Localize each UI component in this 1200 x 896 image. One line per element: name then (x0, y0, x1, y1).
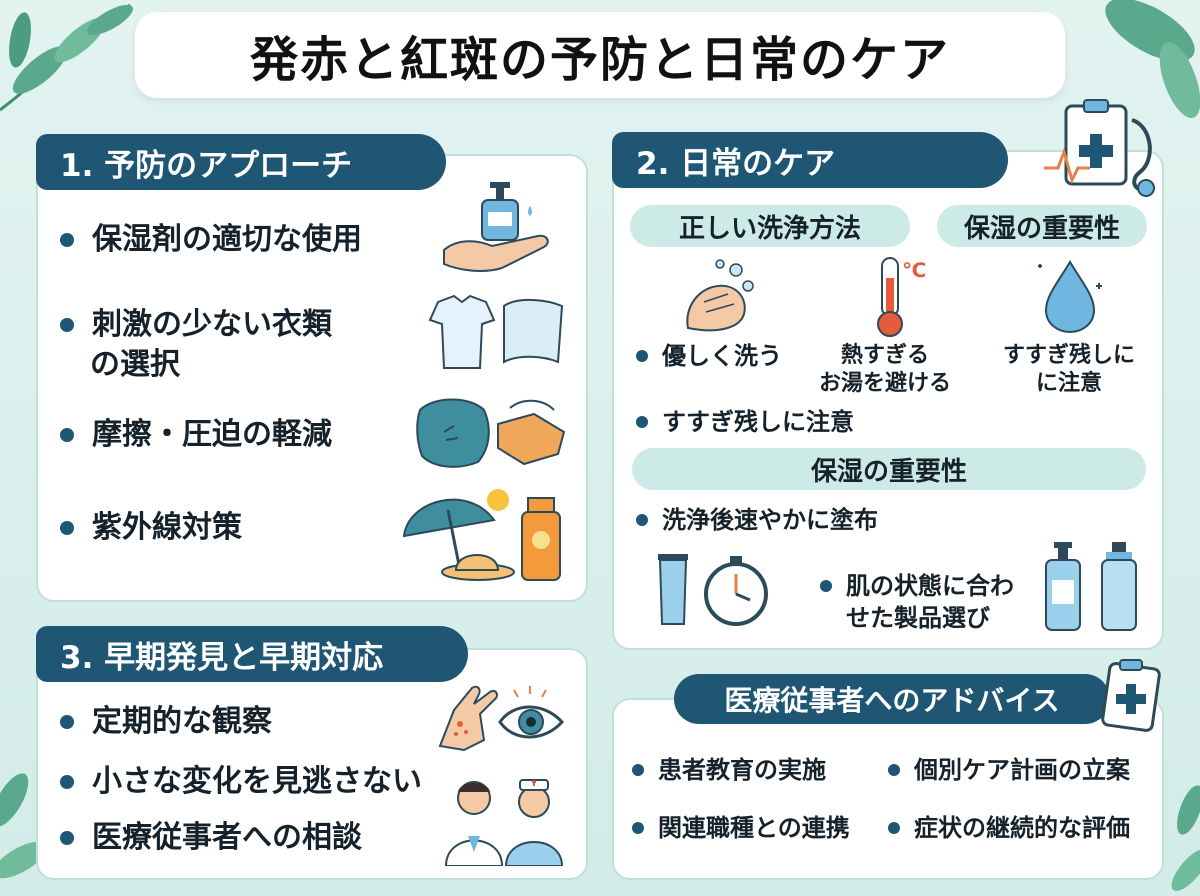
apply-after-wash-item: 洗浄後速やかに塗布 (636, 504, 878, 536)
avoid-hot-water-line1: 熱すぎる (840, 343, 929, 368)
product-choice-line1: 肌の状態に合わ (846, 572, 1014, 600)
moisture-importance-bar: 保湿の重要性 (632, 448, 1146, 490)
rinse-caption: すすぎ残しに に注意 (984, 342, 1154, 398)
title-banner: 発赤と紅斑の予防と日常のケア (135, 12, 1065, 98)
prevention-item-friction: 摩擦・圧迫の軽減 (60, 415, 332, 455)
early-item-small-changes: 小さな変化を見逃さない (60, 762, 422, 802)
moisturizer-pump-icon (443, 182, 549, 272)
leaf-decoration-top-left (0, 3, 133, 112)
leaf-decoration-bottom-right (1171, 785, 1200, 891)
clipboard-stethoscope-icon (1044, 99, 1155, 197)
avoid-hot-water-caption: 熱すぎる お湯を避ける (800, 342, 970, 398)
wash-gently-item: 優しく洗う (636, 340, 782, 372)
advice-panel (612, 698, 1164, 880)
doctor-nurse-icon (444, 779, 564, 866)
thermometer-icon (877, 257, 903, 337)
early-detection-heading: 3. 早期発見と早期対応 (36, 626, 468, 682)
rinse-caption-line1: すすぎ残しに (1002, 343, 1135, 368)
tube-stopwatch-icon (658, 554, 768, 626)
celsius-label: ℃ (902, 258, 927, 282)
advice-item-patient-education: 患者教育の実施 (632, 754, 826, 786)
daily-care-heading: 2. 日常のケア (612, 132, 1008, 188)
shirt-cloth-icon (428, 294, 564, 369)
advice-item-collaboration: 関連職種との連携 (632, 812, 850, 844)
rinse-caution-item: すすぎ残しに注意 (636, 406, 854, 438)
early-item-consult: 医療従事者への相談 (60, 818, 362, 858)
product-choice-line2: せた製品選び (846, 604, 990, 632)
leaf-decoration-bottom-left (0, 773, 47, 879)
page-title: 発赤と紅斑の予防と日常のケア (249, 32, 950, 88)
hand-eye-icon (438, 685, 565, 752)
prevention-item-clothing-cont: の選択 (90, 347, 180, 382)
lotion-bottles-icon (1045, 542, 1137, 631)
uv-protection-icon (402, 489, 561, 581)
early-detection-panel (36, 648, 588, 880)
washing-hands-icon (686, 259, 754, 332)
prevention-item-uv: 紫外線対策 (60, 508, 242, 548)
cushion-icon (416, 398, 566, 468)
advice-item-care-plan: 個別ケア計画の立案 (888, 754, 1130, 786)
prevention-item-moisturizer: 保湿剤の適切な使用 (60, 220, 362, 260)
product-choice-item: 肌の状態に合わ せた製品選び (820, 570, 1014, 634)
rinse-caption-line2: に注意 (1035, 371, 1102, 396)
advice-item-evaluation: 症状の継続的な評価 (888, 812, 1130, 844)
avoid-hot-water-line2: お湯を避ける (818, 371, 951, 396)
medical-clipboard-icon (1101, 659, 1161, 732)
advice-heading: 医療従事者へのアドバイス (674, 674, 1110, 724)
early-item-observation: 定期的な観察 (60, 702, 272, 742)
leaf-decoration-top-right (1105, 0, 1200, 118)
water-drop-icon (1038, 260, 1102, 334)
pill-moisture-importance: 保湿の重要性 (937, 205, 1147, 247)
pill-proper-washing: 正しい洗浄方法 (630, 205, 910, 247)
prevention-item-clothing: 刺激の少ない衣類 (60, 305, 332, 345)
prevention-heading: 1. 予防のアプローチ (36, 134, 446, 190)
